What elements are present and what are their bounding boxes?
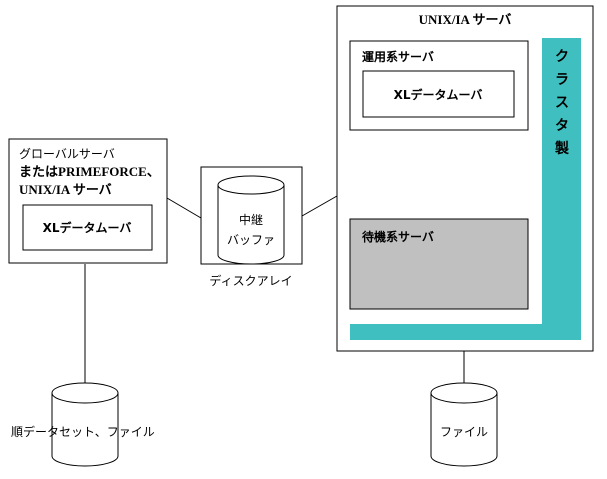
cluster-product-char-3: ス	[555, 95, 569, 111]
cluster-product-char-2: ラ	[555, 72, 569, 88]
active-server-label: 運用系サーバ	[362, 49, 434, 64]
relay-buffer-cylinder-top	[217, 175, 285, 195]
cluster-product-char-5: 製	[554, 140, 569, 157]
active-xl-data-mover-box	[362, 70, 515, 118]
file-label: ファイル	[440, 425, 488, 439]
file-cylinder-top	[430, 382, 498, 404]
relay-buffer-line2: バッファ	[227, 233, 275, 247]
file-cylinder	[430, 393, 498, 467]
global-server-line3: UNIX/IA サーバ	[19, 182, 112, 197]
relay-buffer-cylinder	[217, 185, 285, 265]
global-xl-data-mover-box	[22, 204, 153, 251]
active-xl-data-mover-label: XLデータムーバ	[394, 87, 483, 102]
connector-global-to-diskarray	[166, 197, 202, 219]
global-xl-data-mover-label: XLデータムーバ	[43, 220, 132, 235]
relay-buffer-line1: 中継	[239, 212, 263, 227]
sequential-dataset-label: 順データセット、ファイル	[11, 424, 155, 439]
global-server-line2: またはPRIMEFORCE、	[19, 164, 160, 179]
global-server-line1: グローバルサーバ	[19, 147, 115, 161]
sequential-dataset-cylinder	[51, 393, 119, 467]
standby-server-label: 待機系サーバ	[362, 229, 434, 244]
disk-array-label: ディスクアレイ	[209, 273, 292, 288]
cluster-product-band	[350, 38, 581, 340]
connector-diskarray-to-unix	[301, 195, 338, 217]
cluster-product-char-1: ク	[555, 49, 569, 65]
unix-server-title: UNIX/IA サーバ	[419, 12, 512, 27]
standby-server-box	[349, 218, 529, 310]
cluster-product-char-4: タ	[555, 118, 569, 134]
sequential-dataset-cylinder-top	[51, 382, 119, 404]
